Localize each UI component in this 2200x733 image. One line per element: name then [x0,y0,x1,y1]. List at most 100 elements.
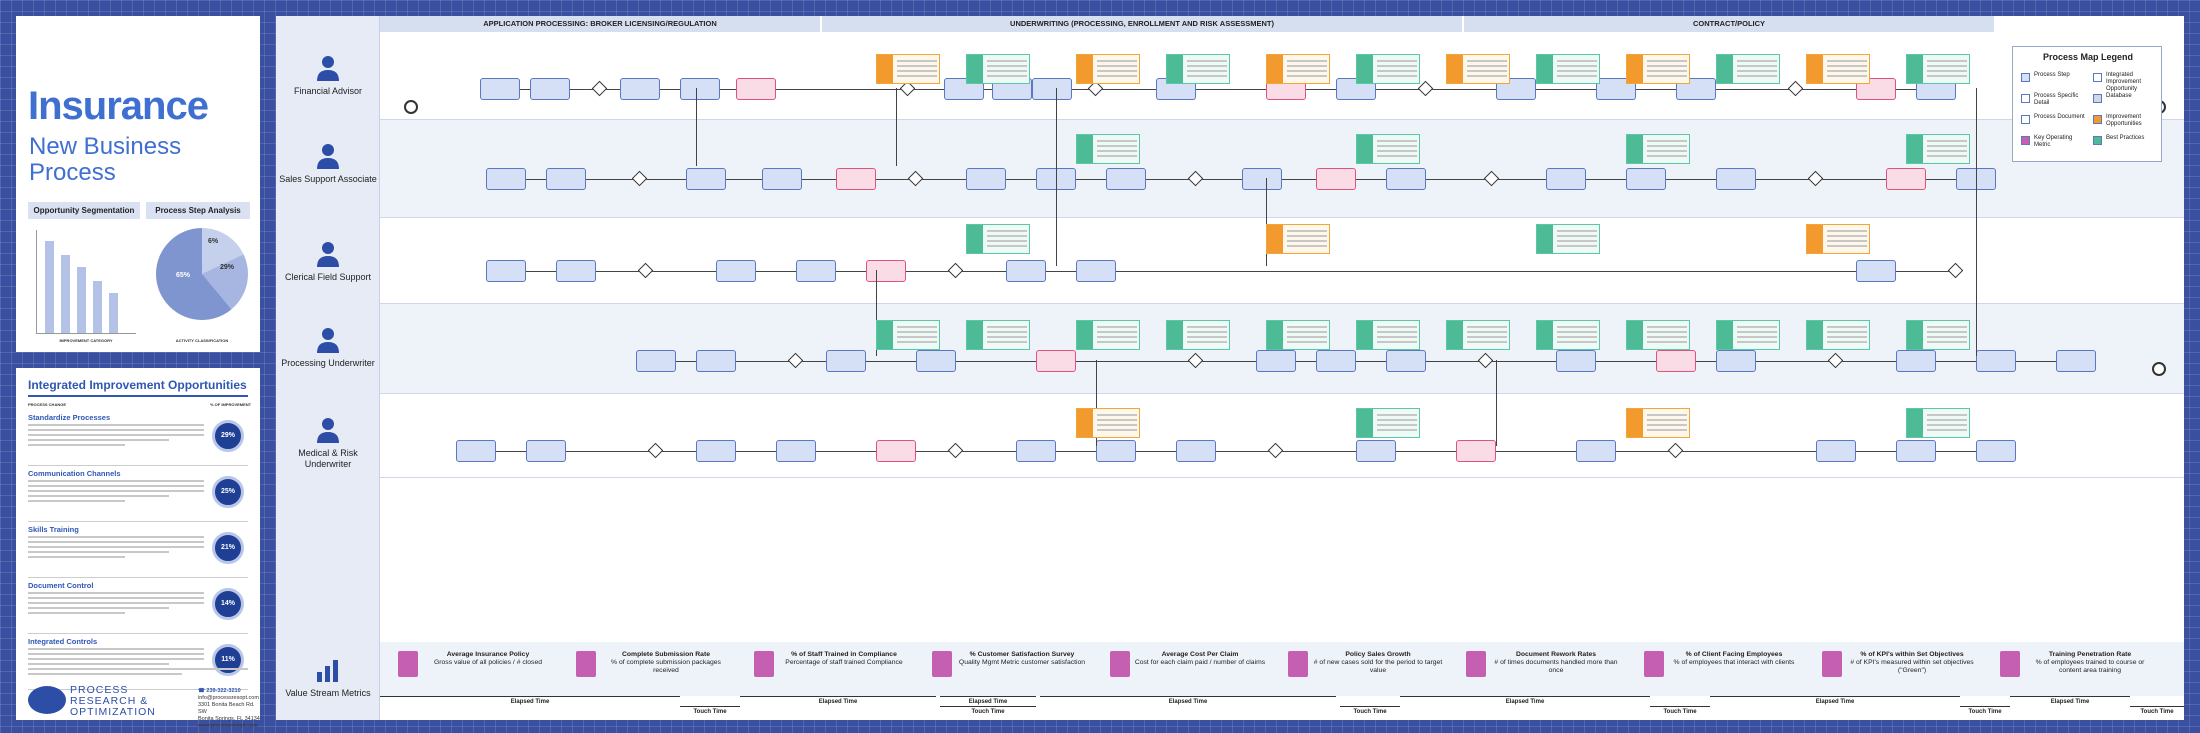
opportunity-note [1536,54,1600,84]
metric-icon [1822,651,1842,677]
process-step [1356,440,1396,462]
connector [476,451,1996,452]
opportunity-note [1626,408,1690,438]
metric-icon [2000,651,2020,677]
key-metric: Document Rework Rates# of times document… [1466,651,1622,681]
end-event [2152,362,2166,376]
opportunities-card: Integrated Improvement Opportunities PRO… [16,368,260,729]
opportunity-note [1716,54,1780,84]
process-step [636,350,676,372]
legend-item: Improvement Opportunities [2106,114,2142,127]
pie-label: 29% [220,264,235,271]
metric-icon [754,651,774,677]
pie-caption: ACTIVITY CLASSIFICATION [175,338,229,343]
process-step [796,260,836,282]
opportunity-note [1446,54,1510,84]
opportunity-note [876,320,940,350]
opportunity-note [1906,408,1970,438]
col-header: PROCESS CHANGE [28,402,67,407]
time-segment: Touch Time [1340,706,1400,718]
process-step [486,260,526,282]
segmentation-bar-chart [36,230,136,334]
opportunity-description [28,480,204,505]
time-segment: Touch Time [1650,706,1710,718]
lane-label: Sales Support Associate [279,174,377,184]
process-step [620,78,660,100]
opportunity-note [966,320,1030,350]
process-step [1106,168,1146,190]
process-step [1316,350,1356,372]
swimlane [380,32,2184,120]
legend-item: Key Operating Metric [2034,135,2073,148]
metric-detail: % of complete submission packages receiv… [611,659,721,674]
opportunity-description [28,536,204,561]
improvement-percent: 11% [212,644,244,676]
process-step [1032,78,1072,100]
key-metric: Complete Submission Rate% of complete su… [576,651,732,681]
process-step [456,440,496,462]
process-step [1242,168,1282,190]
connector [506,179,1976,180]
lane-label: Financial Advisor [293,86,363,96]
legend-swatch [2093,115,2102,124]
person-icon [314,240,342,268]
process-step [1856,260,1896,282]
person-icon [314,326,342,354]
metric-detail: Quality Mgmt Metric customer satisfactio… [958,659,1086,666]
process-step [1556,350,1596,372]
time-segment: Elapsed Time [740,696,936,708]
legend-item: Integrated Improvement Opportunity [2106,72,2142,92]
opportunity-note [1806,320,1870,350]
process-step [776,440,816,462]
process-step [1036,350,1076,372]
opportunity-description [28,592,204,617]
process-step [966,168,1006,190]
process-step [716,260,756,282]
process-step [480,78,520,100]
opportunity-note [1626,320,1690,350]
opportunities-title: Integrated Improvement Opportunities [28,378,247,392]
metric-icon [1288,651,1308,677]
opportunity-note [1906,134,1970,164]
opportunity-note [1076,134,1140,164]
legend-title: Process Map Legend [2042,52,2134,62]
metric-icon [576,651,596,677]
opportunity-note [1716,320,1780,350]
opportunity-note [1536,320,1600,350]
metric-detail: # of KPI's measured within set objective… [1850,659,1974,674]
phase-header: APPLICATION PROCESSING: BROKER LICENSING… [380,16,820,32]
process-step [486,168,526,190]
process-step [1886,168,1926,190]
metric-name: % of Client Facing Employees [1685,651,1783,658]
metric-detail: # of times documents handled more than o… [1494,659,1618,674]
process-step [1096,440,1136,462]
globe-logo-icon [28,686,66,714]
opportunity-note [1076,320,1140,350]
process-step [1896,440,1936,462]
legend-item: Process Step [2034,72,2070,78]
metric-icon [1644,651,1664,677]
process-step [1626,168,1666,190]
process-step [1716,168,1756,190]
opportunity-note [1166,54,1230,84]
opportunity-name: Communication Channels [28,469,121,478]
process-step [1456,440,1496,462]
process-step [1896,350,1936,372]
bar-chart-icon [314,656,342,684]
opportunity-note [1446,320,1510,350]
connector [1096,360,1097,446]
bars-caption: IMPROVEMENT CATEGORY [59,338,113,343]
time-segment: Elapsed Time [1400,696,1650,708]
legend-swatch [2093,73,2102,82]
metric-detail: Percentage of staff trained Compliance [785,659,903,666]
process-step [686,168,726,190]
bar [77,267,86,333]
legend-item: Database [2106,93,2132,99]
bar [109,293,118,333]
